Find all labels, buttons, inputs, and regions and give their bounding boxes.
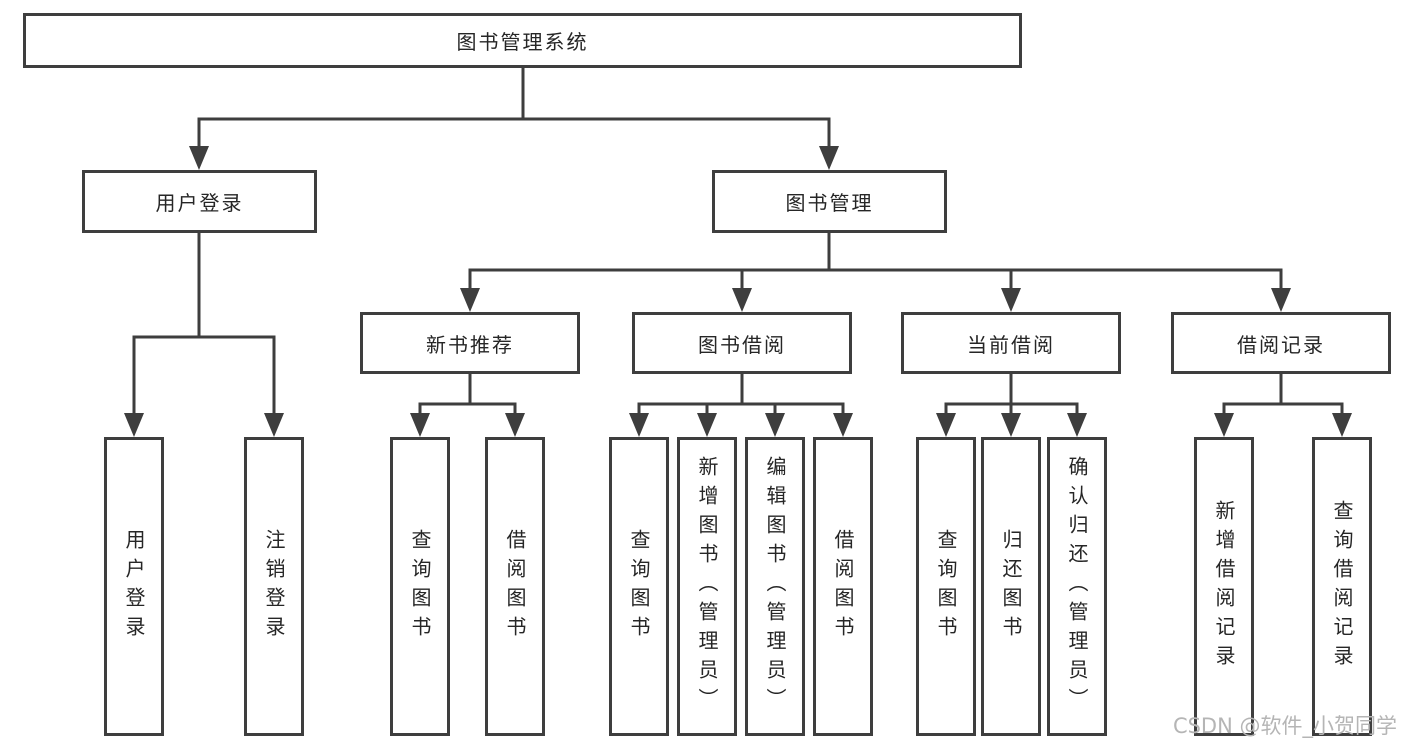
leaf-cb-query-books: 查询图书 [916, 437, 976, 736]
leaf-label: 查询借阅记录 [1330, 499, 1354, 674]
leaf-bb-query-books: 查询图书 [609, 437, 669, 736]
leaf-br-query-record: 查询借阅记录 [1312, 437, 1372, 736]
leaf-label: 归还图书 [999, 528, 1023, 645]
leaf-logout-login: 注销登录 [244, 437, 304, 736]
node-library-management-system: 图书管理系统 [23, 13, 1022, 68]
leaf-br-add-record: 新增借阅记录 [1194, 437, 1254, 736]
node-new-book-recommend: 新书推荐 [360, 312, 580, 374]
leaf-label: 新增借阅记录 [1212, 499, 1236, 674]
leaf-nb-query-books: 查询图书 [390, 437, 450, 736]
leaf-label: 查询图书 [627, 528, 651, 645]
node-label: 图书管理系统 [456, 30, 589, 54]
node-label: 图书管理 [785, 191, 874, 215]
leaf-nb-borrow-books: 借阅图书 [485, 437, 545, 736]
leaf-label: 新增图书（管理员） [695, 456, 719, 717]
leaf-label: 用户登录 [122, 528, 146, 645]
leaf-label: 确认归还（管理员） [1065, 456, 1089, 717]
leaf-bb-edit-books-admin: 编辑图书（管理员） [745, 437, 805, 736]
leaf-label: 编辑图书（管理员） [763, 456, 787, 717]
leaf-label: 借阅图书 [503, 528, 527, 645]
node-label: 用户登录 [155, 191, 244, 215]
node-label: 当前借阅 [967, 332, 1055, 357]
leaf-cb-return-books: 归还图书 [981, 437, 1041, 736]
node-label: 图书借阅 [698, 332, 786, 357]
node-book-borrowing: 图书借阅 [632, 312, 852, 374]
leaf-bb-borrow-books: 借阅图书 [813, 437, 873, 736]
node-current-borrowing: 当前借阅 [901, 312, 1121, 374]
node-user-login: 用户登录 [82, 170, 317, 233]
leaf-cb-confirm-return-admin: 确认归还（管理员） [1047, 437, 1107, 736]
node-book-management: 图书管理 [712, 170, 947, 233]
leaf-user-login: 用户登录 [104, 437, 164, 736]
node-borrowing-records: 借阅记录 [1171, 312, 1391, 374]
csdn-watermark: CSDN @软件_小贺同学 [1172, 714, 1397, 738]
leaf-label: 查询图书 [408, 528, 432, 645]
leaf-label: 注销登录 [262, 528, 286, 645]
arrowheads [124, 146, 1352, 437]
leaf-label: 查询图书 [934, 528, 958, 645]
leaf-label: 借阅图书 [831, 528, 855, 645]
node-label: 借阅记录 [1237, 332, 1325, 357]
connector-path [132, 68, 1344, 414]
node-label: 新书推荐 [426, 332, 514, 357]
leaf-bb-add-books-admin: 新增图书（管理员） [677, 437, 737, 736]
